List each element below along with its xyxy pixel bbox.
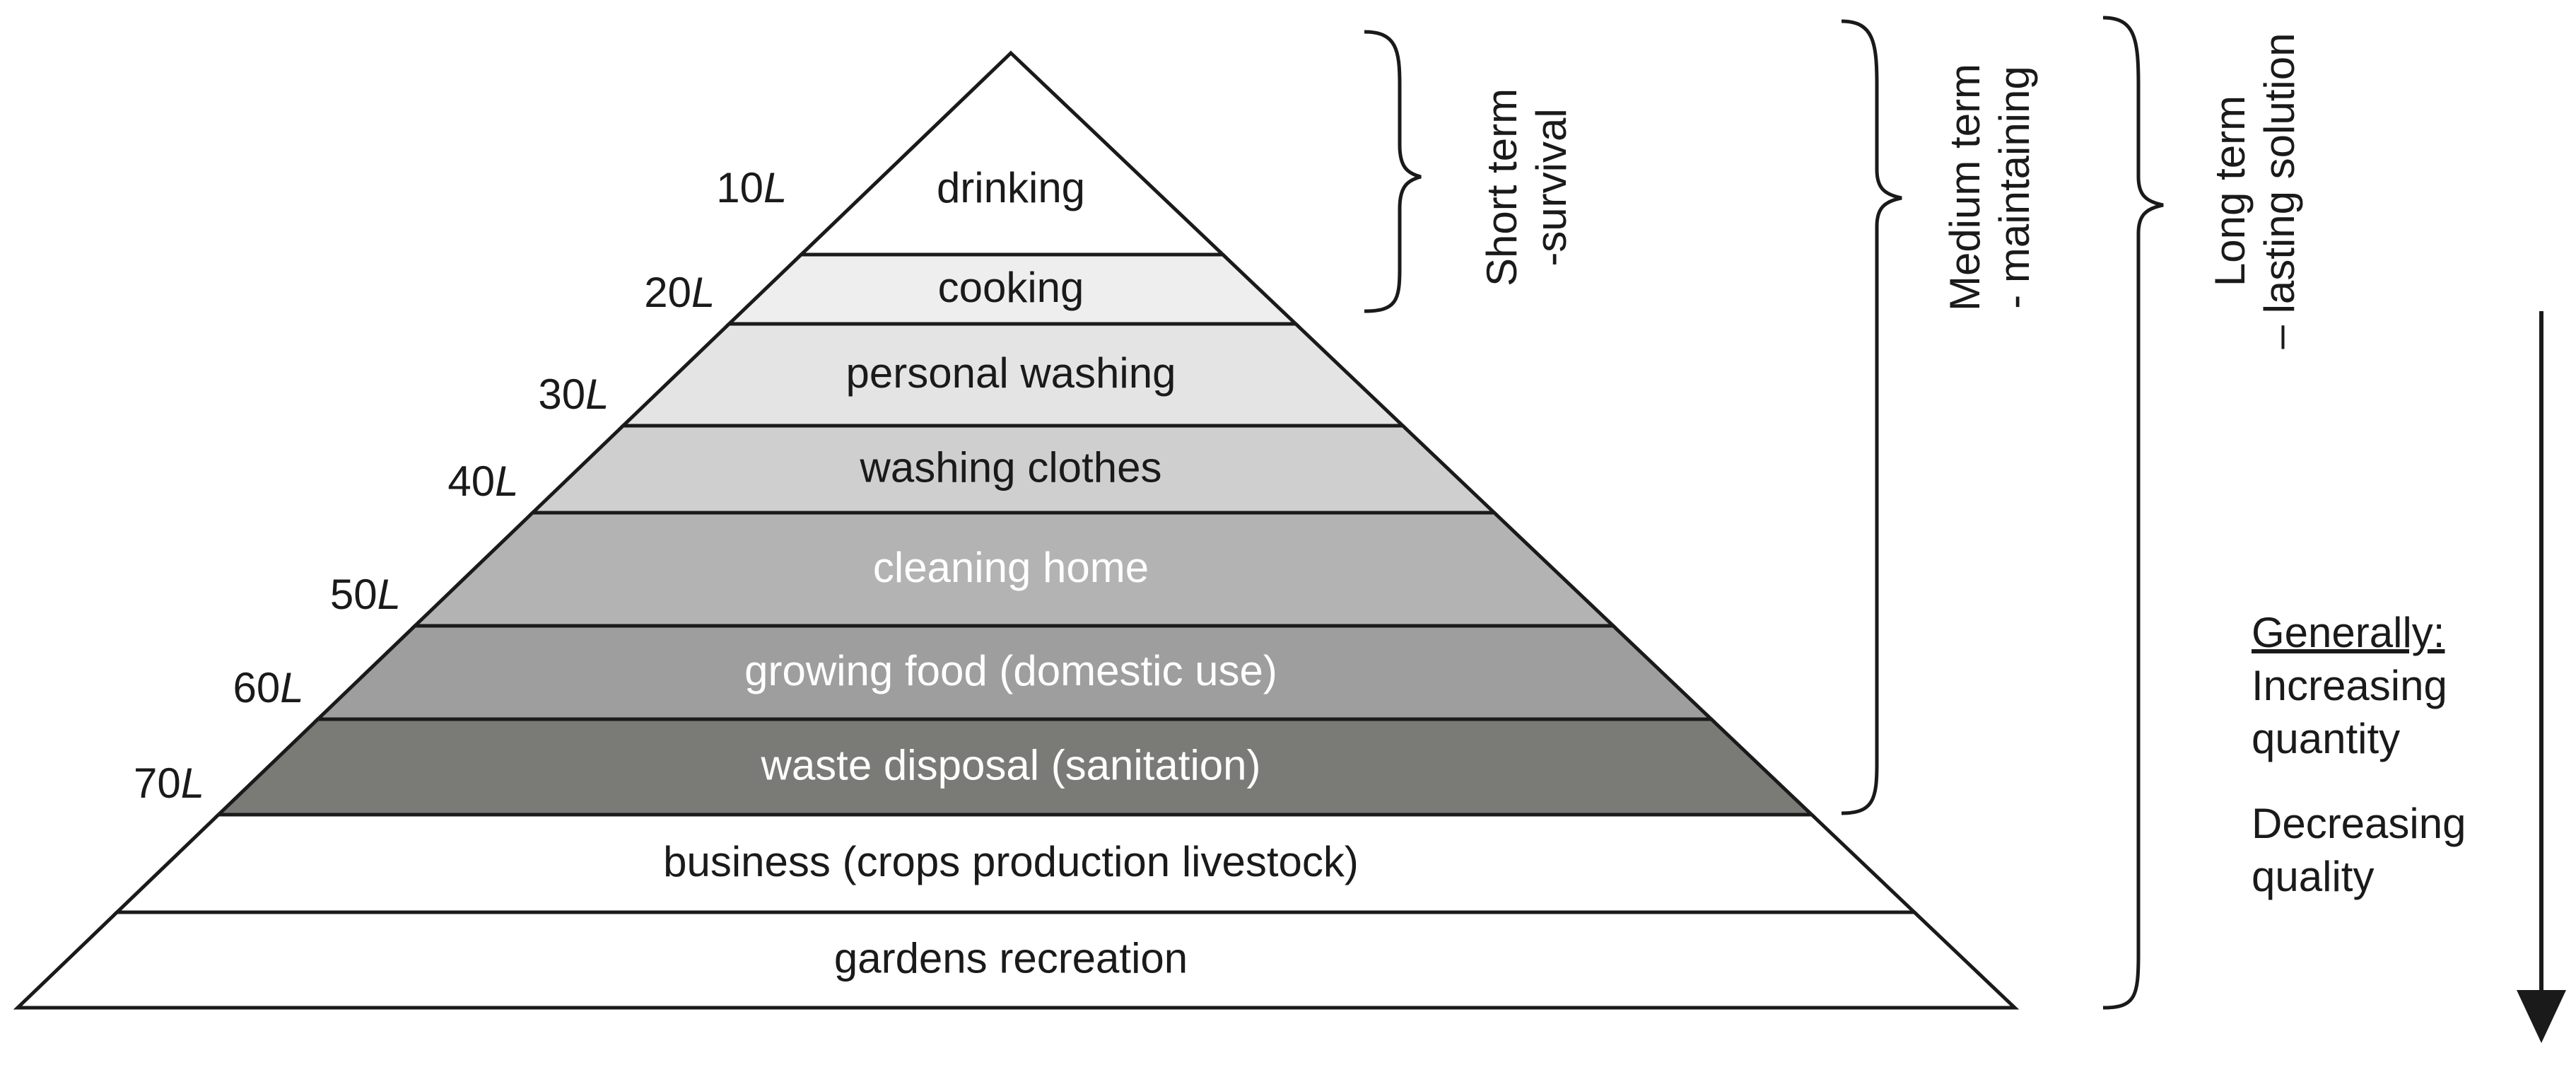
note-line: quantity bbox=[2252, 715, 2400, 762]
long-term-sublabel: – lasting solution bbox=[2256, 33, 2303, 349]
short-term-brace bbox=[1364, 30, 1422, 313]
long-term-brace bbox=[2102, 16, 2164, 1010]
volume-label: 30L bbox=[538, 371, 609, 418]
long-term-label: Long term bbox=[2206, 95, 2254, 286]
volume-label: 10L bbox=[716, 164, 787, 211]
medium-term-brace bbox=[1841, 19, 1902, 815]
note-heading: Generally: bbox=[2252, 609, 2445, 656]
pyramid-layer-label: washing clothes bbox=[860, 443, 1162, 491]
note-line: quality bbox=[2252, 853, 2374, 900]
down-arrow-icon bbox=[2517, 990, 2566, 1043]
pyramid-layer bbox=[13, 910, 2020, 1010]
volume-label: 20L bbox=[644, 269, 715, 316]
pyramid-layer bbox=[797, 50, 1228, 257]
pyramid-layer-label: personal washing bbox=[846, 349, 1176, 397]
pyramid-layer-label: growing food (domestic use) bbox=[744, 647, 1277, 694]
medium-term-sublabel: - maintaining bbox=[1991, 66, 2038, 309]
volume-label: 50L bbox=[330, 571, 401, 618]
pyramid: drinking cooking personal washing washing c… bbox=[13, 50, 2020, 1010]
note-line: Decreasing bbox=[2252, 800, 2466, 847]
short-term-sublabel: -survival bbox=[1528, 108, 1575, 266]
volume-label: 60L bbox=[233, 664, 303, 711]
pyramid-layer-label: business (crops production livestock) bbox=[663, 838, 1359, 885]
pyramid-layer-label: cooking bbox=[938, 264, 1084, 311]
pyramid-layer-label: waste disposal (sanitation) bbox=[760, 741, 1260, 788]
short-term-label: Short term bbox=[1478, 88, 1526, 286]
volume-label: 70L bbox=[134, 760, 204, 807]
pyramid-layer-label: drinking bbox=[937, 164, 1085, 211]
medium-term-label: Medium term bbox=[1941, 64, 1989, 311]
note-line: Increasing bbox=[2252, 662, 2447, 709]
volume-labels: 10L 20L 30L 40L 50L 60L 70L bbox=[134, 164, 787, 807]
pyramid-layer-label: gardens recreation bbox=[834, 934, 1188, 982]
volume-label: 40L bbox=[447, 458, 518, 505]
pyramid-layer-label: cleaning home bbox=[873, 544, 1149, 591]
